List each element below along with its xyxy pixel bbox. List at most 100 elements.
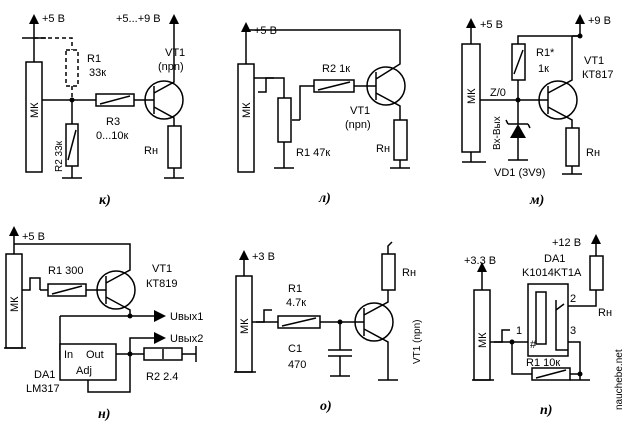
r1-value: 33к [89, 67, 106, 79]
r2-label: R2 33к [54, 140, 65, 172]
supply2-arrow-icon [169, 14, 179, 24]
rh-label: Rн [598, 307, 612, 319]
supply1-arrow-icon [466, 18, 476, 28]
supply2-label: +5...+9 В [116, 13, 161, 25]
vt1-label: VT1 [165, 47, 185, 59]
vt1-type: (npn) [345, 119, 371, 131]
rh-resistor [589, 255, 604, 291]
vt1-type: КТ817 [582, 69, 613, 81]
caption-o: о) [320, 399, 332, 414]
caption-p: п) [540, 403, 552, 418]
caption-l: л) [318, 191, 331, 206]
zener-diode-icon [510, 124, 526, 138]
vt1-transistor [538, 80, 578, 120]
mk-label: МК [29, 102, 41, 118]
r1-value: 4.7к [286, 297, 306, 309]
vt1-transistor [366, 66, 406, 106]
supply2-arrow-icon [591, 234, 601, 244]
pin1-label: 1 [516, 325, 522, 337]
supply-hook-icon [387, 241, 393, 254]
hash-label: # [530, 339, 537, 351]
r1-label: R1 47к [296, 147, 330, 159]
panel-n: МК +5 В R1 300 VT1 КТ819 Uвых1 In Out Ad… [4, 226, 203, 422]
da1-label: DA1 [544, 253, 565, 265]
panel-p: МК +3.3 В 1 # DA1 K1014KT1A 2 3 +12 В Rн [464, 234, 612, 418]
rh-resistor [393, 119, 408, 161]
out2-label: Uвых2 [170, 333, 203, 345]
vt1-transistor [354, 302, 394, 342]
r1-label: R1* [536, 47, 555, 59]
mk-label: МК [9, 296, 21, 312]
vt1-type: (npn) [158, 61, 184, 73]
out1-label: Uвых1 [170, 311, 203, 323]
r1-potentiometer [277, 97, 292, 143]
da1-relay [527, 283, 569, 357]
watermark: nauchebe.net [614, 349, 625, 410]
caption-m: м) [529, 193, 544, 208]
mk-label: МК [239, 318, 251, 334]
supply1-label: +5 В [480, 19, 503, 31]
pulse-icon [258, 77, 274, 93]
vt1-label: VT1 (npn) [412, 320, 423, 364]
supply-arrow-icon [9, 226, 19, 236]
panel-m: МК +5 В Вх-Вых Z/0 R1* 1к VD1 (3V9) +9 В… [461, 14, 613, 208]
da1-type: K1014KT1A [522, 267, 582, 279]
supply-arrow-icon [29, 14, 39, 24]
io-label: Вх-Вых [492, 116, 503, 150]
c1-value: 470 [288, 359, 306, 371]
da1-label: DA1 [34, 369, 55, 381]
r1-label: R1 300 [48, 265, 83, 277]
vt1-label: VT1 [584, 55, 604, 67]
supply1-label: +3.3 В [464, 255, 496, 267]
rh-resistor [167, 125, 182, 169]
vt1-transistor [96, 270, 136, 310]
supply-arrow-icon [241, 22, 251, 32]
r1-resistor [65, 49, 79, 87]
pin-adj: Adj [76, 365, 92, 377]
supply-label: +5 В [22, 231, 45, 243]
caption-k: к) [99, 193, 111, 208]
vt1-type: КТ819 [146, 278, 177, 290]
r2-label: R2 1к [322, 63, 350, 75]
panel-k: МК +5 В R1 33к R2 33к R3 0...10к VT1 (np… [22, 13, 185, 208]
c1-capacitor [328, 322, 352, 377]
mk-label: МК [466, 88, 478, 104]
rh-label: Rн [144, 145, 158, 157]
panel-l: МК +5 В R1 47к R2 1к VT1 (npn) Rн л) [237, 22, 410, 206]
supply2-arrow-icon [575, 14, 585, 24]
r2-label: R2 2.4 [146, 371, 178, 383]
mk-label: МК [241, 102, 253, 118]
pin-out: Out [86, 349, 104, 361]
supply-label: +3 В [252, 251, 275, 263]
r3-value: 0...10к [96, 130, 129, 142]
r3-label: R3 [106, 116, 120, 128]
supply-label: +5 В [42, 13, 65, 25]
pin2-label: 2 [570, 293, 576, 305]
z-label: Z/0 [490, 87, 506, 99]
vd1-label: VD1 (3V9) [494, 167, 545, 179]
vt1-label: VT1 [350, 105, 370, 117]
pulse-icon [22, 277, 41, 291]
supply-arrow-icon [239, 250, 249, 260]
r1-value: 1к [538, 63, 549, 75]
pulse-icon [256, 309, 272, 323]
da1-type: LM317 [26, 383, 60, 395]
supply2-label: +12 В [552, 237, 581, 249]
c1-label: C1 [288, 343, 302, 355]
r1-label: R1 [87, 53, 101, 65]
pulse-icon [494, 329, 510, 343]
pin3-label: 3 [570, 325, 576, 337]
pin-in: In [64, 349, 73, 361]
rh-label: Rн [402, 267, 416, 279]
supply2-label: +9 В [588, 15, 611, 27]
supply1-arrow-icon [477, 262, 487, 272]
rh-resistor [565, 127, 580, 167]
vt1-label: VT1 [152, 263, 172, 275]
r1-label: R1 [288, 283, 302, 295]
rh-label: Rн [376, 143, 390, 155]
caption-n: н) [98, 407, 110, 422]
panel-o: МК +3 В R1 4.7к C1 470 VT1 (npn) Rн о) [234, 241, 423, 414]
vt1-transistor [144, 80, 184, 120]
supply-label: +5 В [254, 25, 277, 37]
